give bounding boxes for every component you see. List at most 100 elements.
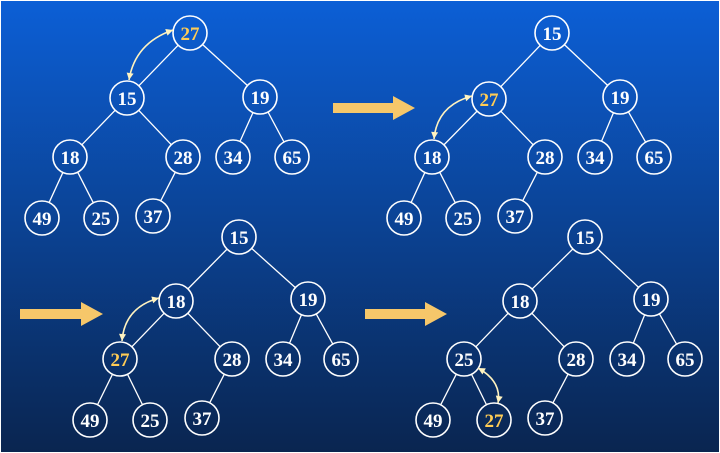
- tree-node-lll: 49: [24, 200, 60, 236]
- tree-node-llr: 25: [445, 200, 481, 236]
- node-circle: [83, 200, 119, 236]
- node-label: 28: [567, 350, 586, 371]
- tree-edge: [202, 43, 248, 87]
- node-circle: [567, 219, 603, 255]
- tree-edge: [96, 373, 114, 406]
- node-circle: [497, 198, 533, 234]
- tree-node-lll: 49: [386, 200, 422, 236]
- node-label: 18: [61, 148, 80, 169]
- swap-arrow-head: [151, 296, 159, 304]
- tree-node-rl: 34: [577, 139, 613, 175]
- tree-node-lr: 28: [558, 341, 594, 377]
- tree-edge: [552, 373, 569, 404]
- tree-node-l: 18: [502, 283, 538, 319]
- swap-arrow-head: [165, 28, 173, 36]
- node-label: 27: [480, 90, 500, 111]
- tree-edge: [500, 44, 541, 88]
- tree-node-ll: 18: [414, 139, 450, 175]
- step-arrow-1: [333, 96, 415, 120]
- tree-node-llr: 25: [83, 200, 119, 236]
- node-circle: [577, 139, 613, 175]
- node-label: 15: [230, 228, 249, 249]
- tree-edge: [410, 172, 426, 203]
- tree-node-rr: 65: [636, 139, 672, 175]
- tree-edge: [315, 313, 334, 345]
- node-label: 15: [118, 89, 137, 110]
- tree-edge: [632, 314, 646, 344]
- tree-node-r: 19: [242, 79, 278, 115]
- tree-edge: [440, 373, 457, 406]
- node-circle: [558, 341, 594, 377]
- node-circle: [471, 81, 507, 117]
- node-circle: [52, 139, 88, 175]
- tree-edge: [187, 312, 221, 348]
- tree-node-r: 19: [633, 281, 669, 317]
- node-label: 37: [536, 409, 556, 430]
- swap-arrow-head: [495, 395, 503, 403]
- tree-node-rr: 65: [667, 341, 703, 377]
- node-circle: [502, 283, 538, 319]
- node-circle: [265, 341, 301, 377]
- node-label: 28: [223, 350, 242, 371]
- tree-edge: [138, 44, 179, 87]
- node-label: 18: [167, 292, 186, 313]
- node-label: 34: [586, 148, 606, 169]
- swap-arrow: [119, 296, 160, 342]
- tree-edge: [531, 248, 574, 290]
- node-label: 25: [454, 209, 473, 230]
- tree-edge: [131, 312, 165, 348]
- node-circle: [534, 15, 570, 51]
- step-arrow-2: [20, 302, 103, 326]
- swap-arrow-head: [119, 333, 127, 341]
- node-circle: [414, 139, 450, 175]
- node-circle: [633, 281, 669, 317]
- tree-node-llr: 27: [476, 402, 512, 438]
- swap-arrow-head: [126, 72, 134, 80]
- node-circle: [667, 341, 703, 377]
- node-circle: [214, 341, 250, 377]
- node-label: 49: [395, 209, 414, 230]
- node-circle: [527, 139, 563, 175]
- tree-edge: [187, 248, 228, 290]
- tree-edge: [48, 172, 64, 203]
- tree-edge: [138, 109, 172, 146]
- tree-node-lrl: 37: [184, 400, 220, 436]
- node-label: 19: [611, 88, 630, 109]
- tree-node-lr: 28: [165, 139, 201, 175]
- node-circle: [215, 139, 251, 175]
- node-label: 34: [618, 350, 638, 371]
- node-label: 25: [455, 350, 474, 371]
- node-label: 19: [299, 290, 318, 311]
- tree-edge: [658, 313, 678, 345]
- tree-node-lrl: 37: [135, 198, 171, 234]
- node-label: 25: [141, 411, 160, 432]
- node-circle: [184, 400, 220, 436]
- node-label: 65: [676, 350, 695, 371]
- node-circle: [602, 79, 638, 115]
- node-circle: [165, 139, 201, 175]
- tree-node-rr: 65: [323, 341, 359, 377]
- node-label: 34: [274, 350, 294, 371]
- node-label: 19: [251, 88, 270, 109]
- node-circle: [242, 79, 278, 115]
- tree-edge: [475, 312, 509, 348]
- tree-edge: [209, 373, 225, 404]
- tree-node-r: 19: [290, 281, 326, 317]
- node-circle: [72, 402, 108, 438]
- tree-node-l: 15: [109, 80, 145, 116]
- node-circle: [109, 80, 145, 116]
- node-circle: [446, 341, 482, 377]
- node-label: 65: [283, 148, 302, 169]
- swap-arrow-head: [464, 94, 472, 102]
- node-circle: [102, 341, 138, 377]
- node-label: 49: [81, 411, 100, 432]
- node-circle: [172, 15, 208, 51]
- node-label: 27: [111, 350, 131, 371]
- tree-node-l: 18: [158, 283, 194, 319]
- node-circle: [24, 200, 60, 236]
